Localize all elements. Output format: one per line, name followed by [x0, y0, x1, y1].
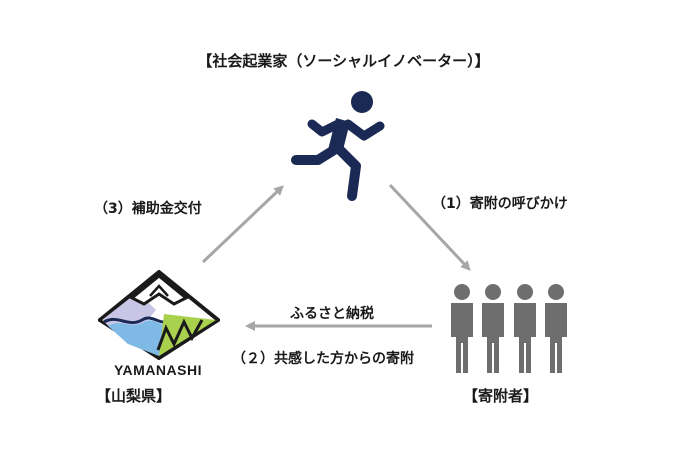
arrow-runner-to-donors — [388, 183, 471, 271]
step3-label: （3）補助金交付 — [94, 201, 202, 217]
prefecture-label: 【山梨県】 — [96, 387, 172, 405]
yamanashi-logo-icon — [98, 270, 220, 360]
donor-label: 【寄附者】 — [463, 387, 539, 405]
step1-label: （1）寄附の呼びかけ — [432, 196, 568, 212]
furusato-label: ふるさと納税 — [290, 306, 374, 322]
people-group-icon — [451, 284, 567, 373]
arrow-prefecture-to-runner — [201, 185, 284, 264]
prefecture-brand: YAMANASHI — [114, 362, 202, 378]
running-person-icon — [291, 91, 385, 201]
step2-label: （２）共感した方からの寄附 — [232, 351, 414, 367]
page-title: 【社会起業家（ソーシャルイノベーター）】 — [197, 52, 490, 70]
